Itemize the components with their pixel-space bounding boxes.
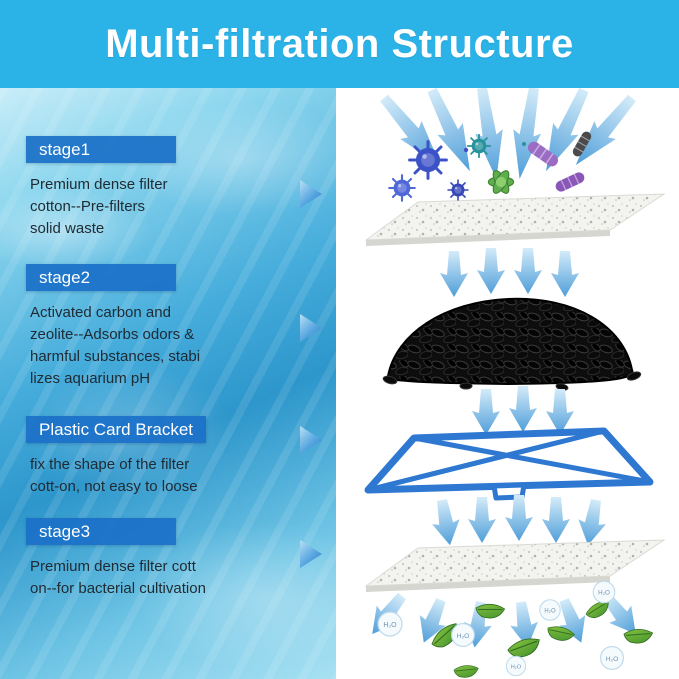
down-arrow-icon: [472, 389, 500, 435]
stage3-description: Premium dense filter cott on--for bacter…: [30, 558, 206, 597]
h2o-bubble: [539, 599, 561, 621]
virus-icon: [447, 179, 469, 201]
stage1-label: stage1: [26, 136, 176, 163]
leaf-icon: [452, 663, 479, 679]
down-arrow-icon: [505, 88, 548, 182]
down-arrow-icon: [440, 251, 468, 297]
activated-carbon-pile: [382, 297, 642, 391]
h2o-bubble: [600, 646, 624, 670]
down-arrow-icon: [574, 497, 610, 548]
down-arrow-icon: [505, 495, 533, 541]
stage2-description: Activated carbon and zeolite--Adsorbs od…: [30, 304, 201, 387]
leaf-icon: [506, 637, 542, 659]
carbon-pellet: [459, 382, 473, 390]
speck-dot: [463, 147, 469, 153]
leaf-icon: [583, 599, 613, 621]
arrows-row-2: [440, 248, 579, 297]
virus-icon: [388, 174, 416, 202]
stage2-label: stage2: [26, 264, 176, 291]
h2o-bubble: [451, 623, 475, 647]
germs-cluster: [388, 129, 594, 202]
speck-dot: [522, 142, 526, 146]
down-arrow-icon: [546, 389, 574, 435]
down-arrow-icon: [477, 248, 505, 294]
carbon-pellet: [626, 371, 642, 381]
virus-icon: [408, 140, 448, 180]
bacteria-icon: [553, 169, 587, 195]
water-texture: [0, 88, 336, 679]
virus-icon: [466, 133, 492, 159]
down-arrow-icon: [509, 386, 537, 432]
carbon-mound: [386, 297, 634, 386]
down-arrow-icon: [468, 497, 496, 543]
plastic-card-bracket: [364, 427, 654, 501]
filter-cotton-pad-top: [365, 193, 665, 247]
carbon-pellet: [382, 375, 398, 385]
arrows-row-3: [472, 386, 574, 435]
algae-icon: [487, 167, 515, 197]
header-banner: Multi-filtration Structure: [0, 0, 679, 88]
down-arrow-icon: [542, 497, 570, 543]
arrows-row-4: [428, 495, 610, 548]
h2o-bubble: [377, 611, 403, 637]
down-arrow-icon: [551, 251, 579, 297]
diagram-panel: H₂O: [336, 88, 679, 679]
filtration-diagram: H₂O: [361, 88, 665, 679]
h2o-bubble: [592, 580, 616, 604]
stage1-description: Premium dense filter cotton--Pre-filters…: [30, 176, 168, 237]
page-title: Multi-filtration Structure: [105, 21, 574, 66]
h2o-bubbles: [377, 580, 624, 677]
filter-cotton-pad-bottom: [365, 539, 665, 593]
stages-panel: stage1 Premium dense filter cotton--Pre-…: [0, 88, 336, 679]
down-arrow-icon: [468, 88, 511, 182]
bracket-label: Plastic Card Bracket: [26, 416, 206, 443]
down-arrow-icon: [428, 497, 464, 548]
h2o-bubble: [505, 655, 527, 677]
bracket-description: fix the shape of the filter cott-on, not…: [30, 456, 198, 495]
stage3-label: stage3: [26, 518, 176, 545]
top-arrows: [373, 88, 643, 182]
bracket-cross-braces: [367, 428, 651, 493]
down-arrow-icon: [514, 248, 542, 294]
